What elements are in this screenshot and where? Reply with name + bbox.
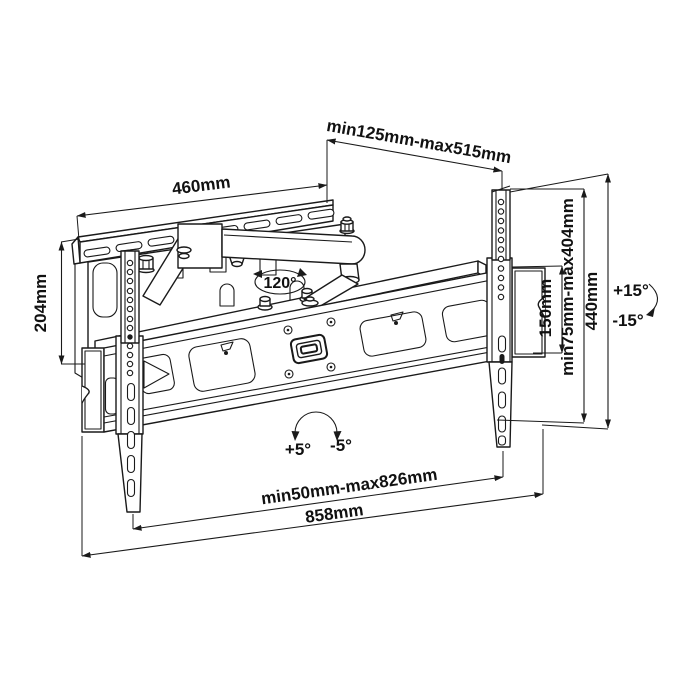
spring-tab (390, 311, 404, 322)
crossbar-cutout (359, 311, 427, 357)
rail-holes (126, 259, 134, 377)
dim-label-level-plus: +5° (285, 440, 311, 459)
dim-label-plate-width: 460mm (171, 172, 232, 198)
arm-end-bolt (339, 216, 355, 235)
articulating-arm (137, 216, 366, 309)
dim-label-bracket-height: 440mm (582, 272, 601, 331)
swivel-angle-indicator: 120° (253, 268, 307, 295)
arm-mount-bracket (177, 223, 223, 269)
crossbar-cutout (188, 338, 256, 392)
bolt (257, 295, 273, 311)
crossbar-right-cap (511, 267, 546, 358)
dim-label-level-minus: -5° (330, 436, 352, 455)
spring-tab (220, 341, 234, 352)
right-vesa-rail (486, 185, 513, 448)
keyhole-slot (289, 280, 305, 304)
dimension-vertical-range: min75mm-max404mm (496, 188, 587, 424)
center-latch (289, 333, 329, 365)
arm-pivot-nut (137, 254, 155, 274)
rotation-arrow-icon (253, 270, 262, 278)
tilt-arrow-icon (646, 307, 655, 317)
dim-label-vertical-range: min75mm-max404mm (558, 198, 577, 376)
dim-label-extension-range: min125mm-max515mm (325, 116, 513, 167)
crossbar (81, 267, 546, 433)
dim-label-plate-height: 204mm (31, 274, 50, 333)
dimension-bar-height: 150mm (511, 265, 565, 354)
level-angle-indicator: +5° -5° (285, 411, 352, 459)
back-plate-window (92, 262, 118, 318)
rotation-arrow-icon (297, 268, 307, 277)
latch-screws (283, 317, 336, 379)
rail-slots (497, 335, 507, 446)
dimension-extension-range: min125mm-max515mm (325, 116, 513, 190)
wall-plate-end-cap (71, 236, 81, 265)
dim-label-bar-height: 150mm (536, 279, 555, 338)
dimension-plate-height: 204mm (31, 238, 85, 365)
keyhole-slot (219, 283, 235, 307)
washer (176, 246, 192, 254)
rail-holes (497, 198, 505, 301)
tilt-angle-indicator: +15° -15° (612, 281, 659, 330)
swivel-angle-label: 120° (263, 275, 296, 292)
level-arrow-icon (291, 431, 300, 441)
washer (305, 296, 315, 302)
washer (178, 252, 190, 260)
rail-slots (126, 382, 136, 498)
level-arrow-icon (333, 431, 342, 441)
dimension-bar-width: 858mm (81, 429, 544, 558)
dimension-bracket-height: 440mm (509, 173, 611, 430)
dim-label-tilt-down: -15° (612, 311, 644, 330)
dim-label-tilt-up: +15° (613, 281, 649, 300)
